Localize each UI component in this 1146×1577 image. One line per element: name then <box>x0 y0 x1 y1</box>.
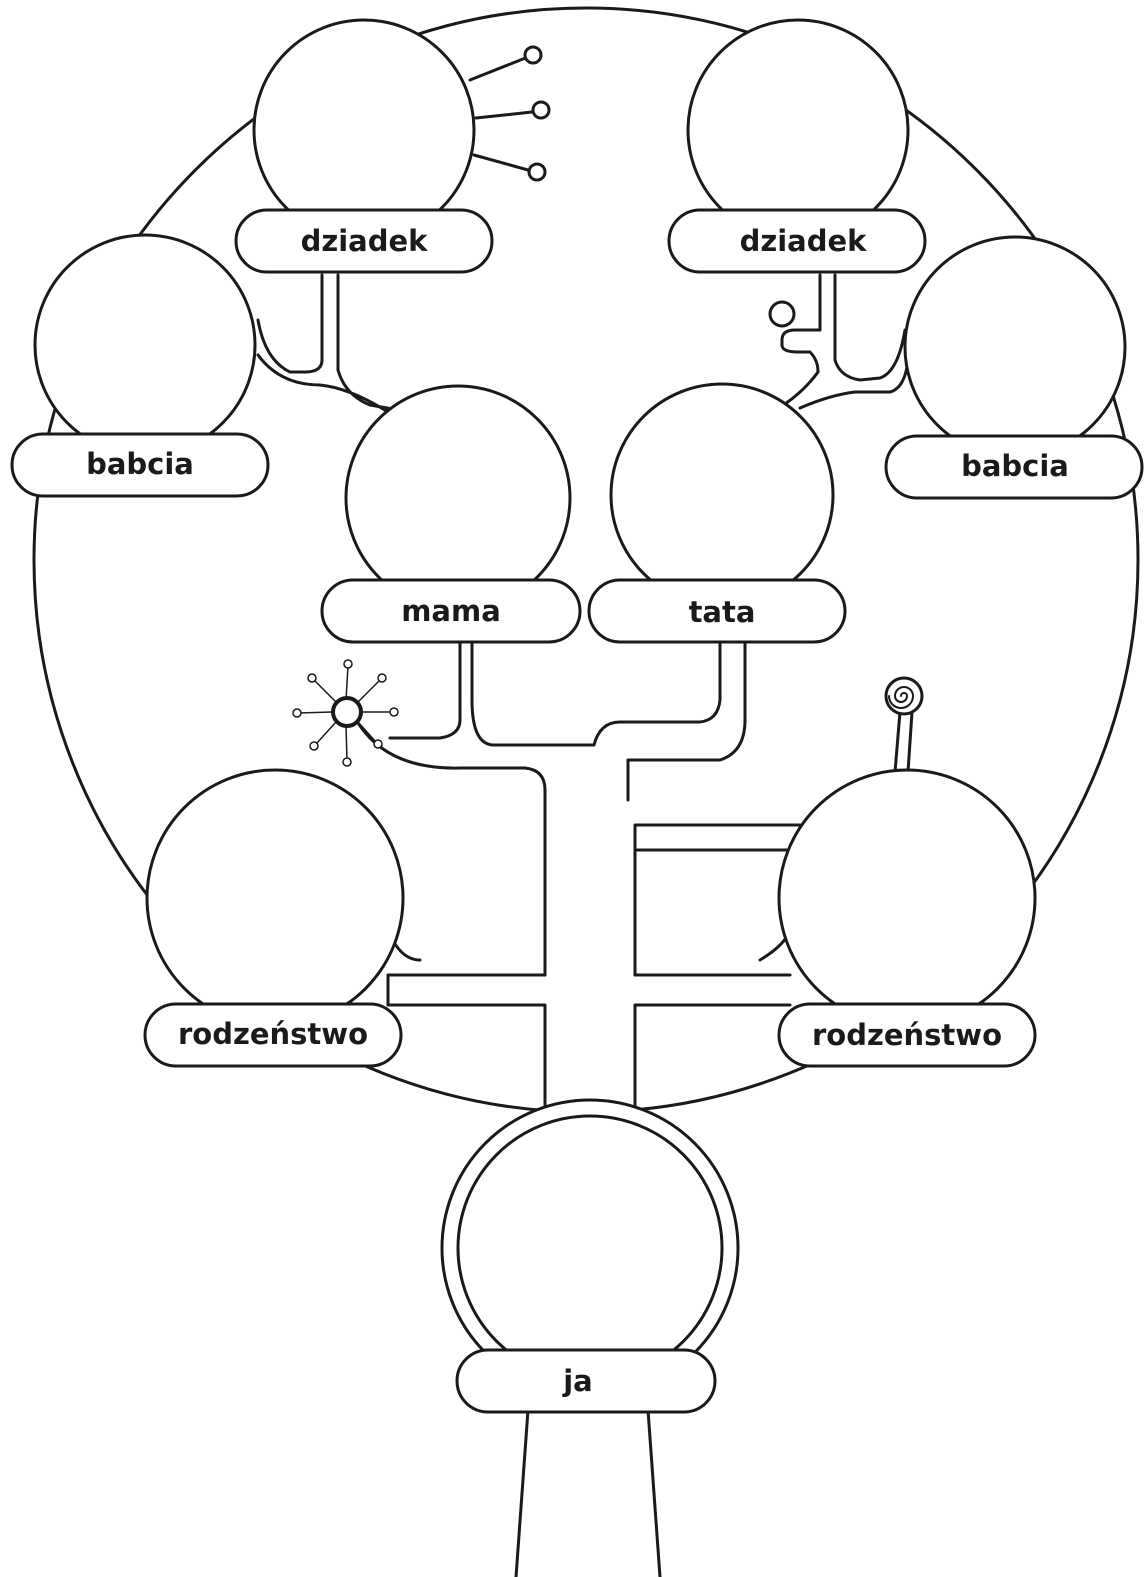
antenna-dot-icon <box>527 162 547 182</box>
portrait-grandfather-left[interactable] <box>252 18 476 242</box>
portrait-grandmother-left[interactable] <box>33 233 257 457</box>
label-sibling-left: rodzeństwo <box>143 1002 403 1068</box>
portrait-me[interactable] <box>456 1114 724 1382</box>
tree-root <box>514 1408 662 1577</box>
label-text: rodzeństwo <box>812 1018 1002 1052</box>
label-grandfather-right: dziadek <box>667 208 927 274</box>
tree-trunk <box>545 750 635 1110</box>
label-text: babcia <box>86 447 194 481</box>
grandparents-right-branch <box>780 273 910 410</box>
label-text: dziadek <box>301 224 429 258</box>
flower-icon <box>292 659 399 767</box>
portrait-father[interactable] <box>609 382 835 608</box>
label-me: ja <box>455 1348 717 1414</box>
portrait-grandmother-right[interactable] <box>903 235 1127 459</box>
label-text: tata <box>689 595 756 629</box>
branch-bud-icon <box>768 300 796 328</box>
label-mother: mama <box>320 578 582 644</box>
label-text: ja <box>562 1364 593 1398</box>
label-grandfather-left: dziadek <box>234 208 494 274</box>
label-father: tata <box>587 578 847 644</box>
label-text: mama <box>401 594 501 628</box>
antenna-dot-icon <box>531 100 551 120</box>
antenna-lines <box>468 55 534 172</box>
antenna-dot-icon <box>523 45 543 65</box>
tree-trunk-outline <box>350 638 802 1112</box>
portrait-sibling-left[interactable] <box>145 768 405 1028</box>
label-grandmother-right: babcia <box>884 434 1144 500</box>
label-text: rodzeństwo <box>178 1017 368 1051</box>
label-text: dziadek <box>740 224 868 258</box>
portrait-grandfather-right[interactable] <box>686 18 910 242</box>
label-grandmother-left: babcia <box>10 432 270 498</box>
portrait-mother[interactable] <box>344 384 572 612</box>
spiral-sprout-icon <box>884 676 924 774</box>
label-sibling-right: rodzeństwo <box>777 1002 1037 1068</box>
label-text: babcia <box>961 449 1069 483</box>
grandparents-left-branch <box>256 273 412 414</box>
portrait-sibling-right[interactable] <box>777 768 1037 1028</box>
